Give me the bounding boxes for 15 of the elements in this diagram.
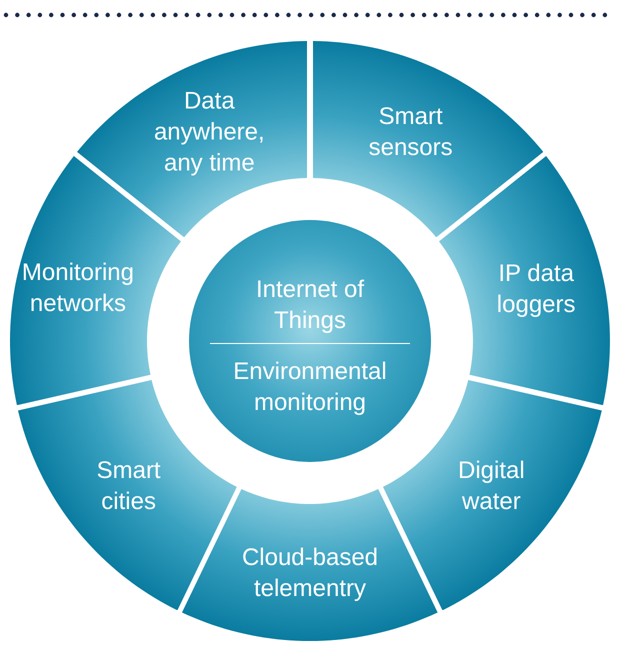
segment-label: Cloud-based telementry (240, 542, 380, 604)
ring-segment (18, 380, 237, 610)
segment-label: IP data loggers (496, 259, 577, 320)
ring-segment (383, 380, 602, 610)
segment-label: Digital water (457, 456, 526, 517)
segment-label: Smart sensors (368, 102, 454, 163)
ring-segment (182, 488, 438, 641)
center-subtitle: Environmental monitoring (232, 357, 388, 418)
segment-label: Monitoring networks (20, 258, 135, 320)
segment-label: Smart cities (96, 456, 162, 517)
ring-segment (77, 41, 308, 238)
ring-segment (312, 41, 543, 238)
center-title: Internet of Things (254, 275, 366, 336)
segment-label: Data anywhere, any time (152, 86, 266, 178)
ring-segment (439, 156, 610, 406)
